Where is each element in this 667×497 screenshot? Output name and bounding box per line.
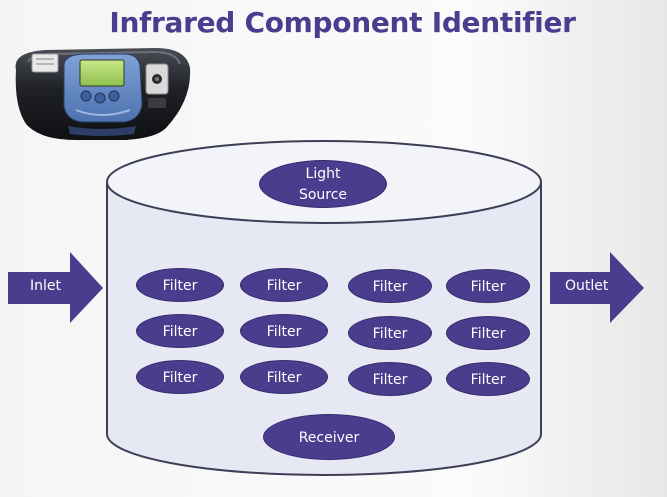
outlet-arrow-icon: [550, 252, 644, 323]
filter-node: Filter: [240, 268, 328, 302]
light-source-node: Light Source: [259, 160, 387, 208]
filter-node: Filter: [136, 268, 224, 302]
outlet-arrow: Outlet: [550, 252, 645, 324]
filter-node: Filter: [348, 269, 432, 303]
filter-node: Filter: [240, 360, 328, 394]
filter-node: Filter: [446, 362, 530, 396]
page-title: Infrared Component Identifier: [109, 6, 576, 39]
filter-node: Filter: [348, 316, 432, 350]
filter-node: Filter: [136, 360, 224, 394]
light-source-label-line2: Source: [298, 187, 348, 203]
filter-node: Filter: [240, 314, 328, 348]
light-source-label-line1: Light: [305, 166, 341, 182]
outlet-label: Outlet: [565, 278, 609, 294]
filter-node: Filter: [348, 362, 432, 396]
inlet-arrow-icon: [8, 252, 103, 323]
filter-node: Filter: [446, 316, 530, 350]
inlet-label: Inlet: [30, 278, 61, 294]
inlet-arrow: Inlet: [8, 252, 104, 324]
filter-node: Filter: [136, 314, 224, 348]
filter-node: Filter: [446, 269, 530, 303]
handheld-analyzer-device-icon: [15, 48, 191, 140]
receiver-node: Receiver: [263, 414, 395, 460]
